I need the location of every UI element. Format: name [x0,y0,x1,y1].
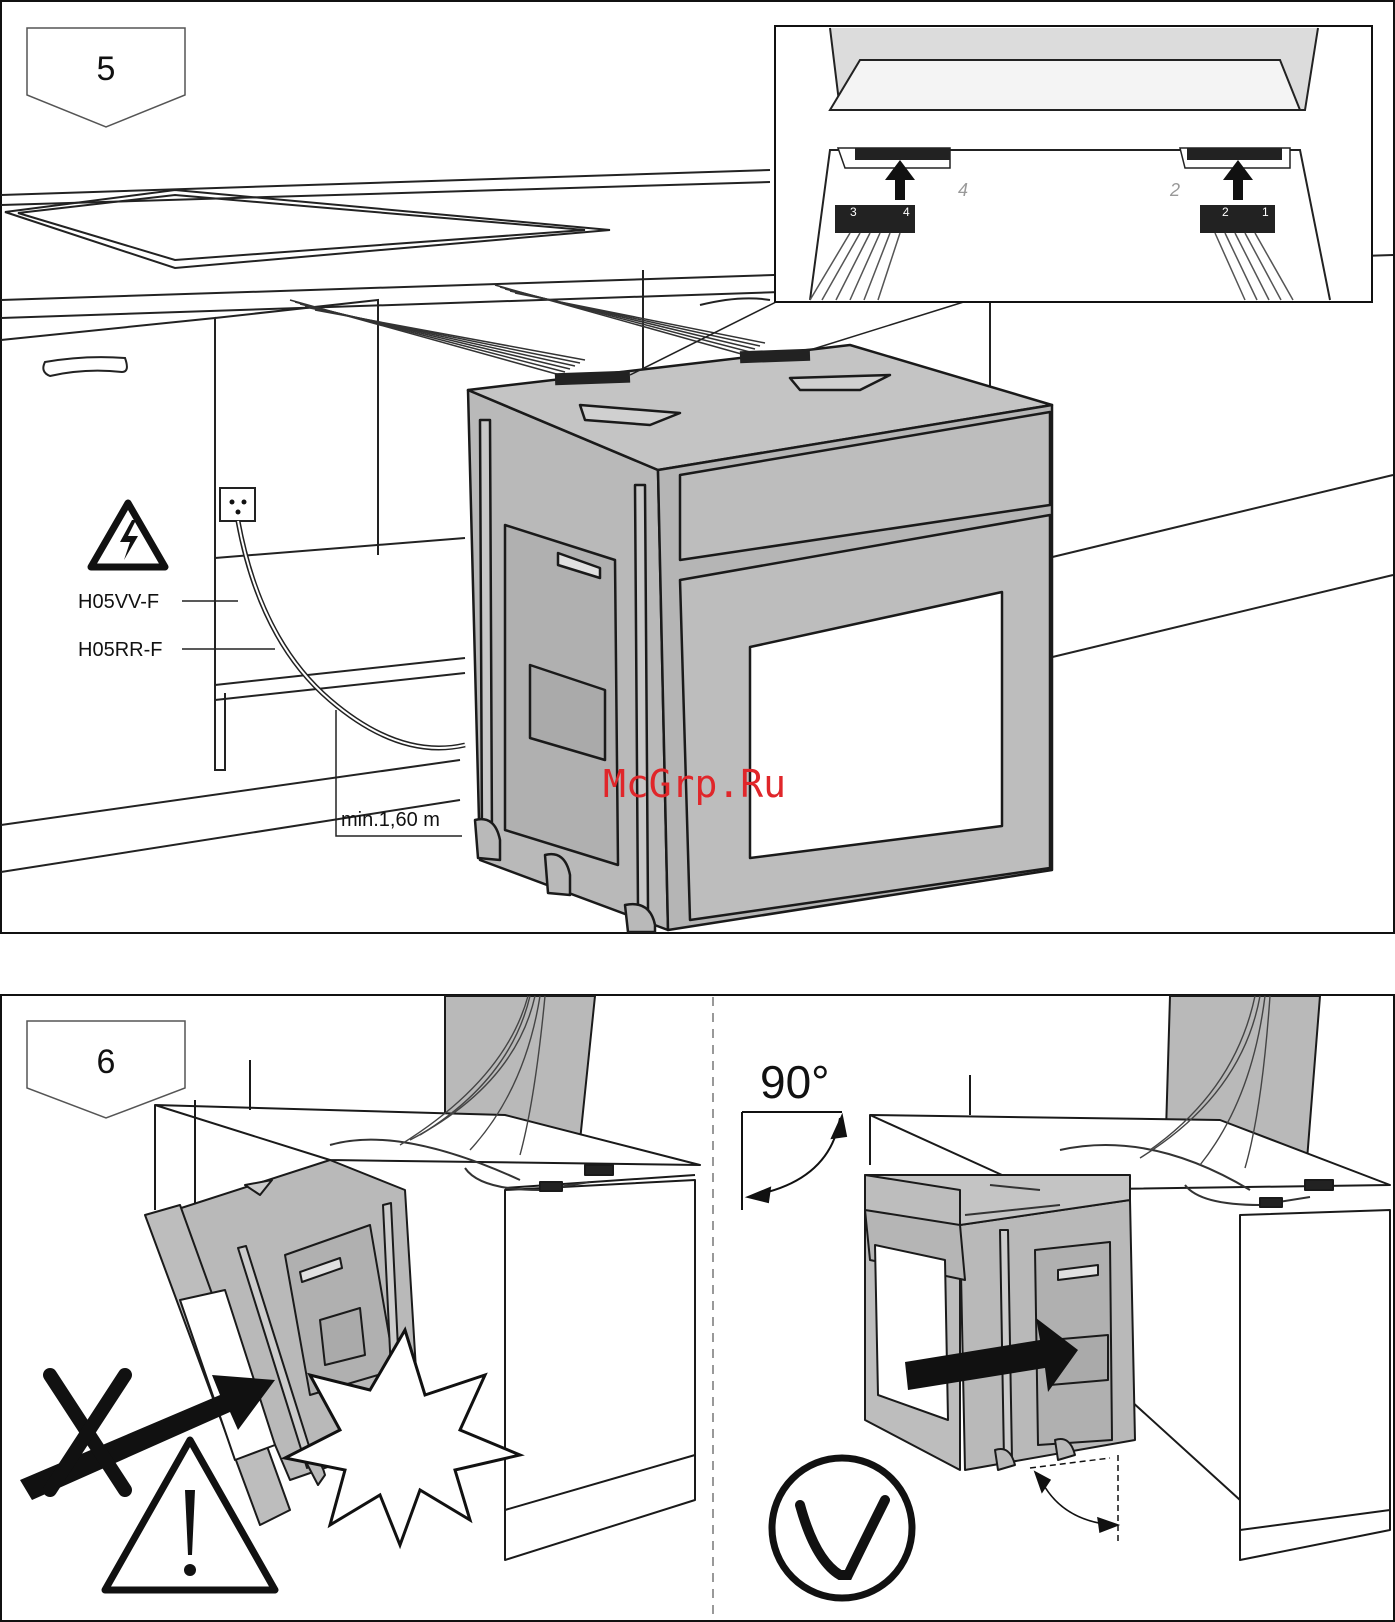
svg-text:4: 4 [958,180,968,200]
checkmark-icon [772,1458,912,1598]
panel-step-6: 6 [1,995,1394,1621]
svg-text:6: 6 [97,1043,116,1081]
svg-text:2: 2 [1169,180,1180,200]
svg-text:2: 2 [1222,205,1229,219]
watermark: McGrp.Ru [603,762,786,806]
cable-label-h05vv: H05VV-F [78,591,159,613]
svg-text:4: 4 [903,205,910,219]
svg-text:1: 1 [1262,205,1269,219]
svg-text:3: 3 [850,205,857,219]
angle-label: 90° [760,1056,830,1108]
connector-inset: 3 4 4 2 2 1 [775,26,1372,302]
wall-socket [220,488,255,521]
panel-step-5: H05VV-F H05RR-F min.1,60 m [1,1,1394,933]
cable-label-h05rr: H05RR-F [78,639,162,661]
oven-body [468,345,1052,932]
min-length-label: min.1,60 m [341,809,440,831]
svg-text:5: 5 [97,50,116,88]
